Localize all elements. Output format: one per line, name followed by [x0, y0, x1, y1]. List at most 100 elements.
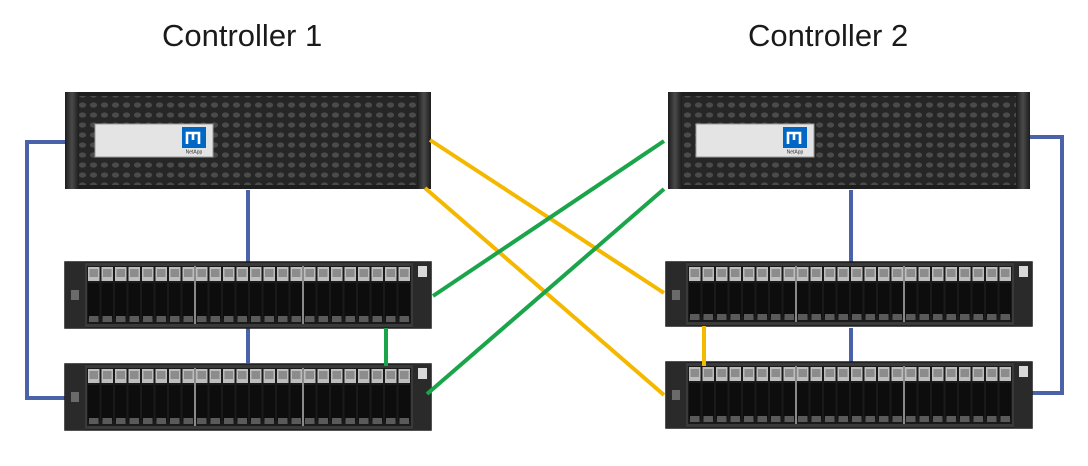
drive-bay — [756, 367, 768, 422]
drive-bay — [851, 367, 863, 422]
drive-bay — [972, 367, 984, 422]
drive-bay — [932, 267, 944, 320]
controller-2-title: Controller 2 — [748, 18, 909, 53]
drive-bay — [115, 369, 127, 424]
drive-bay — [101, 369, 113, 424]
blue-cables — [25, 135, 1064, 400]
drive-bay — [223, 267, 235, 322]
drive-bay — [716, 367, 728, 422]
drive-bay — [277, 369, 289, 424]
drive-bay — [945, 367, 957, 422]
drive-bay — [290, 369, 302, 424]
drive-bay — [209, 267, 221, 322]
drive-bay — [797, 267, 809, 320]
drive-bay — [128, 369, 140, 424]
drive-bay — [999, 267, 1011, 320]
netapp-logo-icon: NetApp — [182, 127, 206, 156]
controller-2-shelf-2 — [665, 361, 1033, 429]
controller-2-chassis: NetApp — [668, 92, 1030, 189]
drive-bay — [371, 267, 383, 322]
drive-bay — [810, 367, 822, 422]
drive-bay — [702, 367, 714, 422]
drive-bay — [250, 267, 262, 322]
drive-bay — [770, 267, 782, 320]
drive-bay — [236, 267, 248, 322]
drive-bay — [864, 267, 876, 320]
drive-bay — [196, 267, 208, 322]
controller-1-title: Controller 1 — [162, 18, 323, 53]
drive-bay — [932, 367, 944, 422]
cross-cables — [423, 138, 666, 397]
drive-bay — [101, 267, 113, 322]
drive-bay — [142, 369, 154, 424]
blue-cable-right-loop — [1030, 135, 1064, 395]
drive-bay — [344, 267, 356, 322]
controller-1-shelf-1 — [64, 261, 432, 329]
drive-bay — [182, 369, 194, 424]
drive-bay — [371, 369, 383, 424]
drive-bay — [236, 369, 248, 424]
drive-bay — [986, 367, 998, 422]
drive-bay — [756, 267, 768, 320]
drive-bay — [783, 367, 795, 422]
drive-bay — [128, 267, 140, 322]
drive-bay — [918, 267, 930, 320]
drive-bay — [398, 369, 410, 424]
drive-shelves — [64, 261, 1033, 431]
drive-bay — [304, 267, 316, 322]
drive-bay — [743, 367, 755, 422]
drive-bay — [797, 367, 809, 422]
drive-bay — [810, 267, 822, 320]
drive-bay — [277, 267, 289, 322]
drive-bay — [196, 369, 208, 424]
drive-bay — [689, 267, 701, 320]
drive-bay — [959, 267, 971, 320]
drive-bay — [115, 267, 127, 322]
drive-bay — [729, 267, 741, 320]
drive-bay — [290, 267, 302, 322]
drive-bay — [918, 367, 930, 422]
drive-bay — [702, 267, 714, 320]
drive-bay — [986, 267, 998, 320]
green-cable-c2-to-c1-shelf1 — [431, 139, 666, 298]
drive-bay — [945, 267, 957, 320]
drive-bay — [398, 267, 410, 322]
drive-bay — [317, 369, 329, 424]
netapp-logo-icon: NetApp — [783, 127, 807, 156]
drive-bay — [304, 369, 316, 424]
drive-bay — [824, 267, 836, 320]
drive-bay — [263, 369, 275, 424]
drive-bay — [344, 369, 356, 424]
drive-bay — [142, 267, 154, 322]
drive-bay — [209, 369, 221, 424]
drive-bay — [317, 267, 329, 322]
drive-bay — [182, 267, 194, 322]
drive-bay — [837, 267, 849, 320]
drive-bay — [155, 267, 167, 322]
drive-bay — [837, 367, 849, 422]
drive-bay — [88, 267, 100, 322]
drive-bay — [783, 267, 795, 320]
drive-bay — [905, 267, 917, 320]
drive-bay — [689, 367, 701, 422]
drive-bay — [878, 267, 890, 320]
drive-bay — [864, 367, 876, 422]
drive-bay — [223, 369, 235, 424]
drive-bay — [824, 367, 836, 422]
drive-bay — [851, 267, 863, 320]
drive-bay — [358, 267, 370, 322]
drive-bay — [88, 369, 100, 424]
drive-bay — [729, 367, 741, 422]
blue-cable-left-loop — [25, 140, 65, 400]
drive-bay — [385, 267, 397, 322]
drive-bay — [743, 267, 755, 320]
drive-bay — [358, 369, 370, 424]
controller-1-shelf-2 — [64, 363, 432, 431]
drive-bay — [385, 369, 397, 424]
drive-bay — [959, 367, 971, 422]
drive-bay — [263, 267, 275, 322]
controller-2-shelf-1 — [665, 261, 1033, 327]
green-cable-c2-to-c1-shelf2 — [425, 187, 666, 396]
drive-bay — [878, 367, 890, 422]
